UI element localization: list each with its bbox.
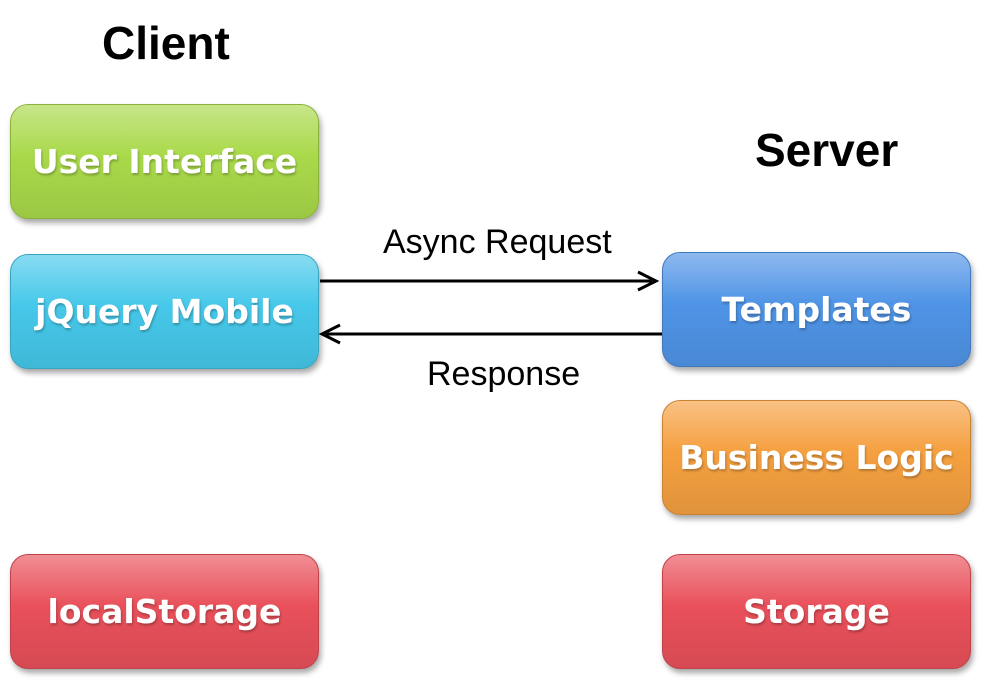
storage-block: Storage — [662, 554, 971, 669]
client-heading: Client — [102, 17, 230, 69]
async-request-label: Async Request — [383, 223, 612, 261]
local-storage-block: localStorage — [10, 554, 319, 669]
user-interface-block: User Interface — [10, 104, 319, 219]
templates-label: Templates — [721, 290, 912, 329]
response-arrow — [318, 323, 662, 345]
business-logic-block: Business Logic — [662, 400, 971, 515]
jquery-mobile-block: jQuery Mobile — [10, 254, 319, 369]
templates-block: Templates — [662, 252, 971, 367]
response-label: Response — [427, 355, 581, 393]
request-arrow — [320, 270, 660, 292]
server-heading: Server — [755, 124, 899, 176]
jquery-mobile-label: jQuery Mobile — [35, 292, 294, 331]
business-logic-label: Business Logic — [679, 438, 954, 477]
local-storage-label: localStorage — [47, 592, 282, 631]
user-interface-label: User Interface — [31, 142, 298, 181]
storage-label: Storage — [743, 592, 890, 631]
